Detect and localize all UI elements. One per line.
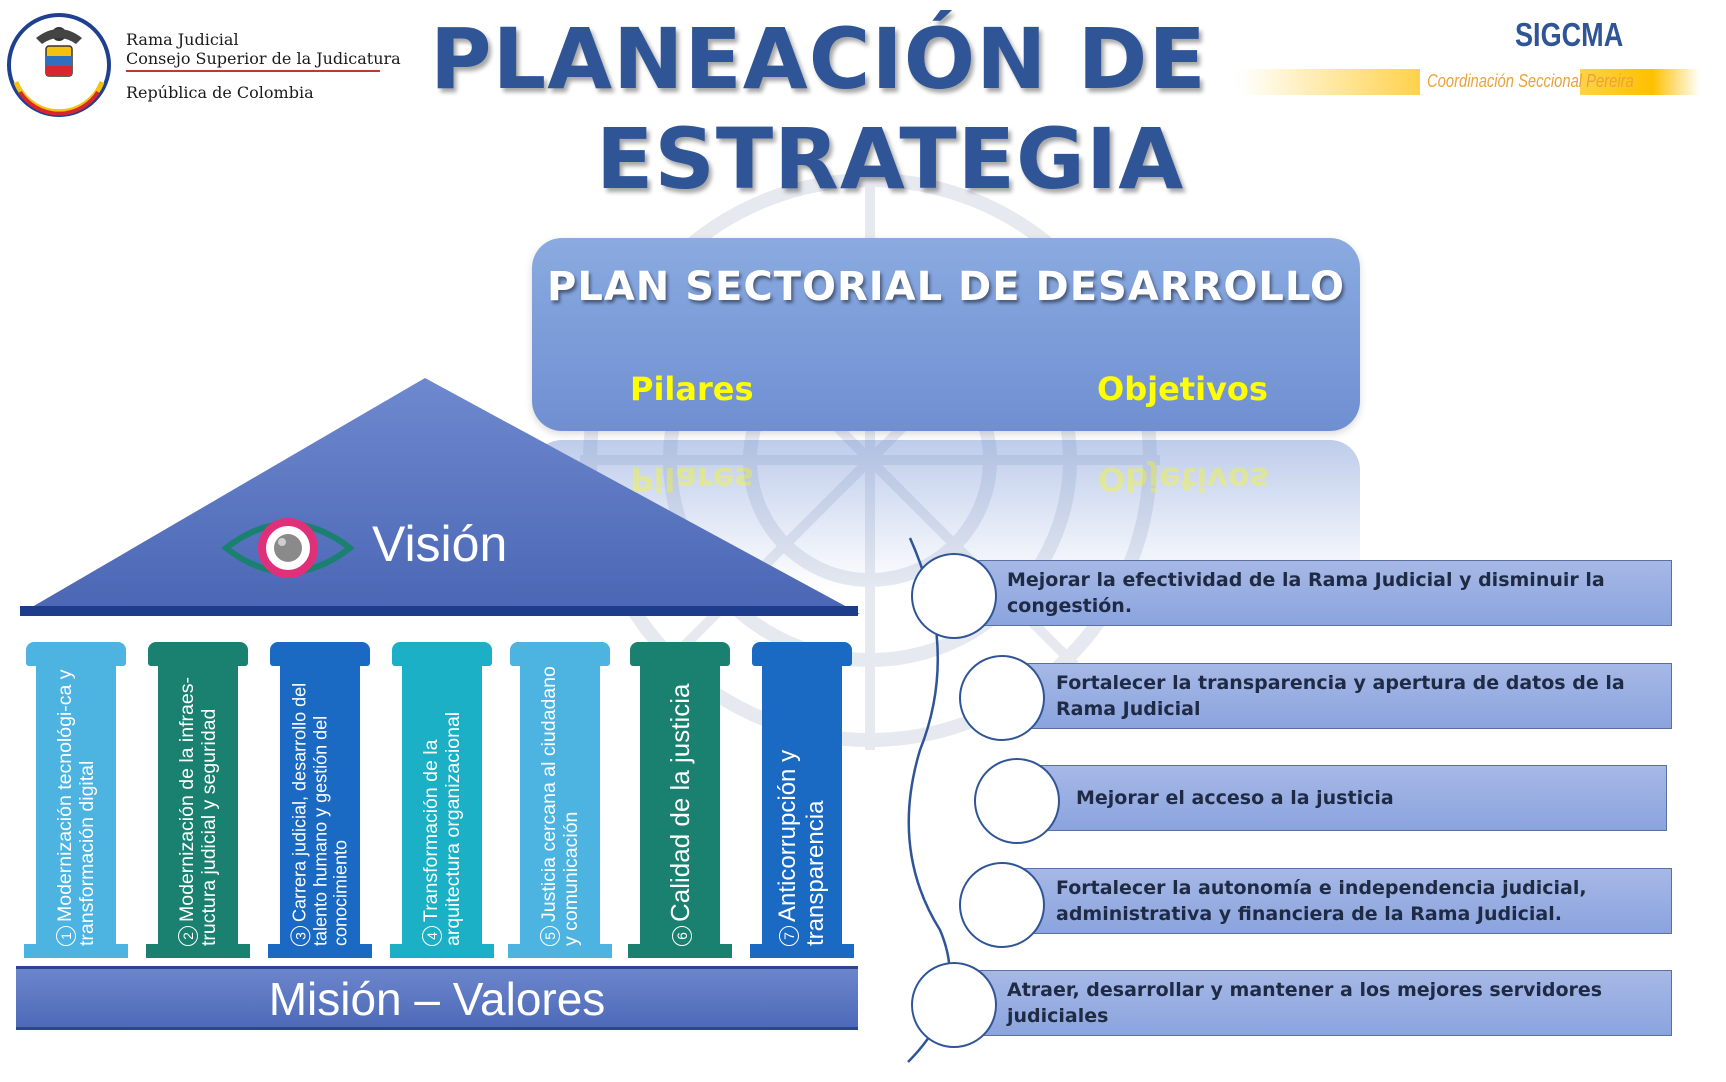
pillar-4: 4Transformación de la arquitectura organ…: [390, 642, 494, 958]
objective-box-3: [1030, 765, 1667, 831]
mision-valores-label: Misión – Valores: [268, 973, 606, 1025]
pillar-text: 7Anticorrupción y transparencia: [774, 666, 830, 946]
pillar-label: Carrera judicial, desarrollo del talento…: [289, 682, 351, 946]
reflection-objetivos: Objetivos: [1098, 460, 1269, 498]
pilares-label: Pilares: [630, 370, 754, 408]
sigcma-accent-bar-right: [1580, 69, 1700, 95]
pillar-cap: [752, 642, 852, 666]
objective-text-1: Mejorar la efectividad de la Rama Judici…: [1007, 569, 1605, 617]
logo-line-rama: Rama Judicial: [126, 30, 239, 49]
sigcma-subtitle: Coordinación Seccional Pereira: [1427, 71, 1634, 91]
pillar-cap: [270, 642, 370, 666]
pillar-cap: [26, 642, 126, 666]
pillar-number: 6: [672, 926, 693, 946]
sigcma-title: SIGCMA: [1515, 16, 1624, 53]
pillar-base: [24, 944, 128, 958]
objective-marker-1: [911, 553, 997, 639]
pillar-label: Justicia cercana al ciudadano y comunica…: [538, 666, 582, 946]
objective-text-5: Atraer, desarrollar y mantener a los mej…: [1007, 979, 1603, 1027]
pillar-number: 7: [778, 926, 799, 946]
pillar-number: 4: [421, 926, 442, 946]
plan-sectorial-box: [532, 238, 1360, 431]
pillar-label: Anticorrupción y transparencia: [774, 749, 829, 946]
pillar-number: 1: [55, 926, 76, 946]
pillar-text: 4Transformación de la arquitectura organ…: [420, 666, 464, 946]
objective-text-4: Fortalecer la autonomía e independencia …: [1056, 877, 1587, 925]
pillar-base: [390, 944, 494, 958]
objetivos-label: Objetivos: [1097, 370, 1268, 408]
pillar-7: 7Anticorrupción y transparencia: [750, 642, 854, 958]
plan-title: PLAN SECTORIAL DE DESARROLLO: [547, 264, 1345, 310]
pillar-shaft: [640, 666, 720, 946]
pillar-cap: [630, 642, 730, 666]
pillar-number: 3: [290, 926, 311, 946]
page-title-line1: PLANEACIÓN DE: [430, 10, 1207, 108]
objective-box-5: [972, 970, 1672, 1036]
mision-valores-band: [16, 966, 858, 1030]
objective-marker-3: [974, 758, 1060, 844]
logo-line-consejo: Consejo Superior de la Judicatura: [126, 49, 401, 68]
vision-label: Visión: [372, 516, 508, 572]
pillar-5: 5Justicia cercana al ciudadano y comunic…: [508, 642, 612, 958]
pillar-label: Transformación de la arquitectura organi…: [420, 711, 464, 946]
pillar-base: [268, 944, 372, 958]
objective-box-1: [972, 560, 1672, 626]
pillar-text: 3Carrera judicial, desarrollo del talent…: [289, 666, 351, 946]
pillar-6: 6 Calidad de la justicia: [628, 642, 732, 958]
pillar-shaft: [520, 666, 600, 946]
pillar-cap: [392, 642, 492, 666]
pillar-text: 5Justicia cercana al ciudadano y comunic…: [538, 666, 582, 946]
objective-box-4: [1010, 868, 1672, 934]
pillar-1: 1Modernización tecnológi-ca y transforma…: [24, 642, 128, 958]
pillar-2: 2Modernización de la infraes-tructura ju…: [146, 642, 250, 958]
logo-divider: [126, 70, 380, 72]
pillar-shaft: [158, 666, 238, 946]
pillar-shaft: [402, 666, 482, 946]
pillar-3: 3Carrera judicial, desarrollo del talent…: [268, 642, 372, 958]
pillar-cap: [510, 642, 610, 666]
pillar-label: Modernización de la infraes-tructura jud…: [176, 677, 220, 946]
pillar-shaft: [280, 666, 360, 946]
pillar-text: 2Modernización de la infraes-tructura ju…: [176, 666, 220, 946]
colombia-seal-icon: [7, 13, 111, 117]
eye-icon: [222, 518, 354, 578]
objective-text-2: Fortalecer la transparencia y apertura d…: [1056, 672, 1625, 720]
pillar-text: 6 Calidad de la justicia: [665, 666, 695, 946]
pillar-label: Calidad de la justicia: [665, 683, 695, 922]
pillar-number: 5: [539, 926, 560, 946]
objective-marker-5: [911, 962, 997, 1048]
objective-box-2: [1010, 663, 1672, 729]
pillar-text: 1Modernización tecnológi-ca y transforma…: [54, 666, 98, 946]
pillar-shaft: [36, 666, 116, 946]
pillar-label: Modernización tecnológi-ca y transformac…: [54, 669, 98, 946]
pillar-number: 2: [177, 926, 198, 946]
objective-text-3: Mejorar el acceso a la justicia: [1076, 787, 1394, 809]
pillar-base: [146, 944, 250, 958]
pillar-cap: [148, 642, 248, 666]
pillar-base: [628, 944, 732, 958]
sigcma-accent-bar-left: [1240, 69, 1420, 95]
page-title-line2: ESTRATEGIA: [596, 110, 1185, 208]
logo-line-republica: República de Colombia: [126, 83, 314, 102]
pillar-base: [508, 944, 612, 958]
pillar-shaft: [762, 666, 842, 946]
objective-marker-4: [959, 862, 1045, 948]
pillar-base: [750, 944, 854, 958]
objective-marker-2: [959, 655, 1045, 741]
house-roof: [20, 378, 860, 616]
